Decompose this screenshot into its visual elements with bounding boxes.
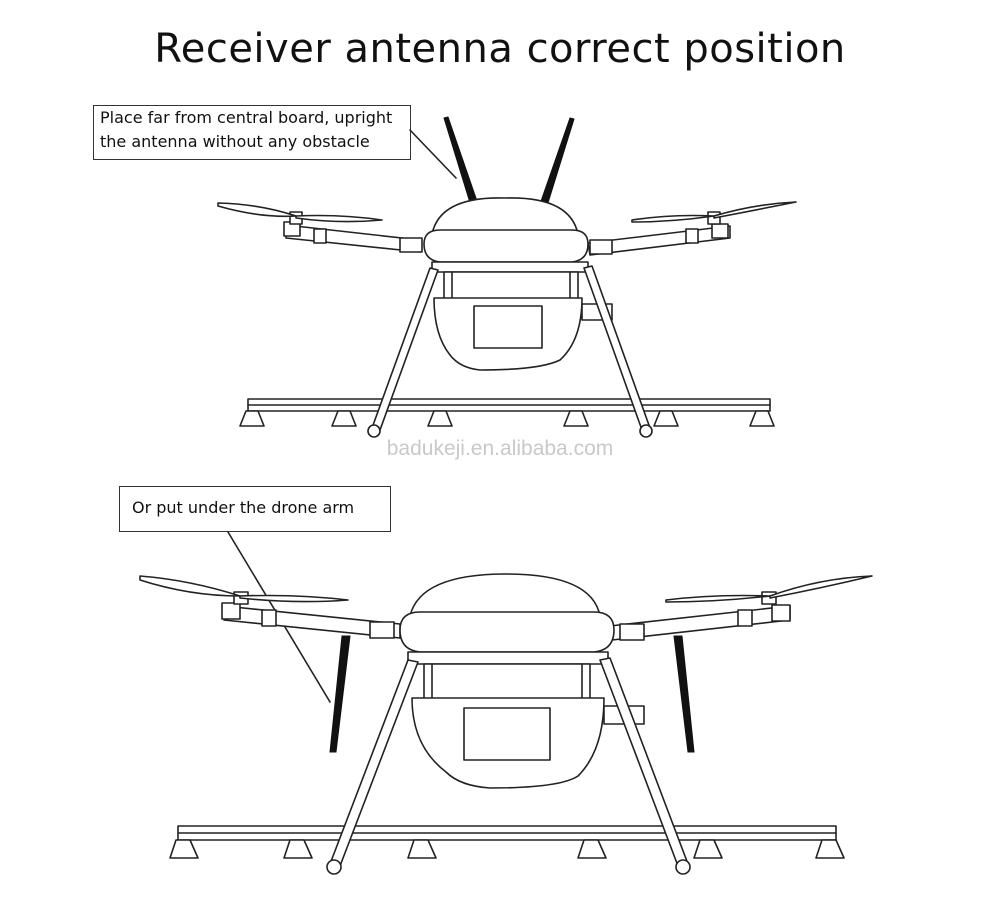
arms-bottom	[221, 602, 791, 641]
callout-bottom-text: Or put under the drone arm	[132, 498, 355, 517]
propellers-top	[217, 201, 797, 225]
antenna-right-bottom	[673, 635, 695, 753]
propellers-bottom	[139, 575, 873, 605]
landing-legs-top	[367, 265, 653, 438]
spray-bar-top	[239, 398, 775, 427]
callout-top: Place far from central board, upright th…	[93, 105, 411, 160]
antenna-left-bottom	[329, 635, 351, 753]
drone-top	[217, 116, 797, 438]
callout-top-line2: the antenna without any obstacle	[100, 132, 370, 151]
arms-top	[283, 221, 731, 256]
landing-legs-bottom	[326, 657, 691, 875]
drone-bottom	[139, 531, 873, 875]
callout-top-line1: Place far from central board, upright	[100, 108, 393, 127]
callout-bottom: Or put under the drone arm	[119, 486, 391, 532]
diagram-title: Receiver antenna correct position	[154, 26, 846, 72]
drone-body-top	[423, 197, 613, 371]
watermark: badukeji.en.alibaba.com	[386, 437, 614, 460]
leader-line-top	[409, 129, 457, 179]
antenna-right-top	[539, 117, 575, 207]
antenna-left-top	[443, 116, 479, 207]
spray-bar-bottom	[169, 825, 845, 859]
